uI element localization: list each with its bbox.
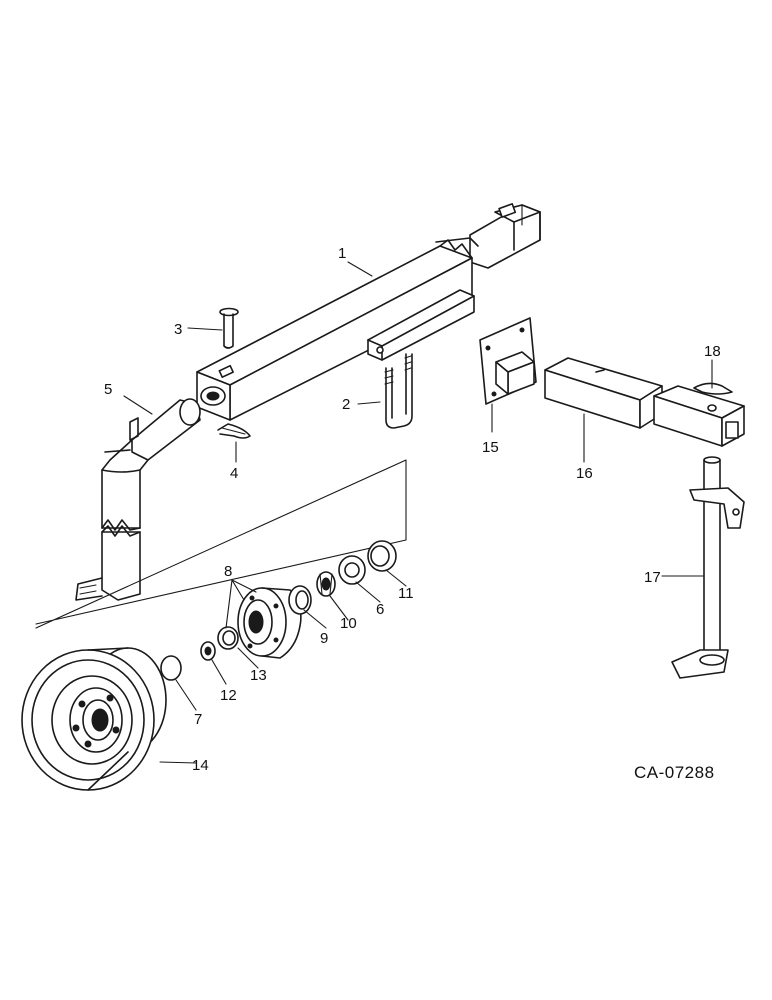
washer-part-6 — [338, 555, 366, 585]
callout-2: 2 — [342, 396, 350, 413]
callout-3: 3 — [174, 321, 182, 338]
callout-6: 6 — [376, 601, 384, 618]
cap-part-7 — [160, 655, 182, 681]
u-bolt-part-2 — [384, 353, 413, 429]
cone-part-10 — [316, 571, 336, 597]
callout-16: 16 — [576, 465, 593, 482]
callout-14: 14 — [192, 757, 209, 774]
clip-part-4 — [217, 423, 251, 439]
seal-part-11 — [367, 540, 397, 572]
cup-part-13 — [217, 626, 239, 650]
callout-1: 1 — [338, 245, 346, 262]
wheel-part-14 — [21, 647, 167, 791]
cone-part-12 — [200, 641, 216, 661]
leader-lines — [123, 261, 713, 764]
axle-tube-part-1 — [196, 203, 541, 421]
callout-10: 10 — [340, 615, 357, 632]
callout-18: 18 — [704, 343, 721, 360]
callout-9: 9 — [320, 630, 328, 647]
clip-part-18 — [693, 382, 733, 395]
callout-15: 15 — [482, 439, 499, 456]
callout-5: 5 — [104, 381, 112, 398]
callout-8: 8 — [224, 563, 232, 580]
callout-11: 11 — [398, 585, 414, 602]
plate-part-15 — [479, 317, 537, 405]
pin-part-3 — [219, 307, 239, 349]
tube-part-16 — [544, 357, 745, 447]
callout-labels: 1 2 3 4 5 6 7 8 9 10 11 12 13 14 15 16 1… — [104, 245, 721, 782]
drawing-code: CA-07288 — [634, 763, 715, 782]
callout-7: 7 — [194, 711, 202, 728]
jack-part-17 — [671, 456, 745, 679]
callout-13: 13 — [250, 667, 267, 684]
hub-explode-frame — [35, 459, 407, 629]
cup-part-9 — [288, 585, 312, 615]
spindle-part-5 — [75, 398, 201, 601]
callout-17: 17 — [644, 569, 661, 586]
callout-4: 4 — [230, 465, 238, 482]
callout-12: 12 — [220, 687, 237, 704]
